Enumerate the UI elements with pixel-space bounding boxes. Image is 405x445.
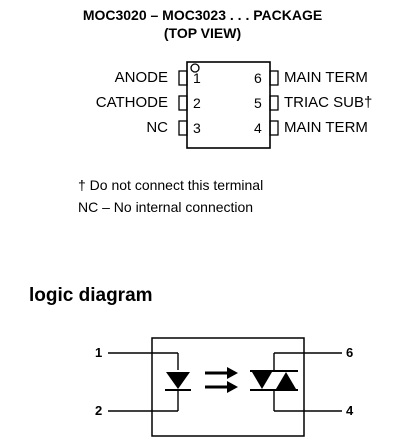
pin-stub-6 — [269, 70, 279, 86]
note-nc: NC – No internal connection — [78, 199, 254, 215]
pin-stub-4 — [269, 120, 279, 136]
logic-pin-6: 6 — [346, 345, 354, 360]
pin1-index-mark — [190, 63, 200, 73]
logic-pin-2: 2 — [95, 403, 103, 418]
pin-number-6: 6 — [254, 70, 262, 86]
led-diode-icon — [166, 372, 190, 389]
pin-label-cathode: CATHODE — [95, 94, 168, 111]
logic-diagram-heading: logic diagram — [29, 285, 153, 306]
pin-number-2: 2 — [193, 95, 201, 111]
logic-pin-1: 1 — [95, 345, 103, 360]
package-title: MOC3020 – MOC3023 . . . PACKAGE — [82, 7, 323, 23]
pin-stub-5 — [269, 95, 279, 111]
pin-label-main-term-6: MAIN TERM — [284, 69, 368, 86]
pin-number-1: 1 — [193, 70, 201, 86]
package-subtitle: (TOP VIEW) — [163, 25, 242, 41]
pin-label-triac-sub: TRIAC SUB† — [284, 94, 373, 111]
pin-stub-1 — [178, 70, 188, 86]
pin-label-anode: ANODE — [114, 69, 168, 86]
pin-label-main-term-4: MAIN TERM — [284, 119, 368, 136]
logic-package-box — [151, 337, 305, 437]
note-dagger: † Do not connect this terminal — [78, 177, 264, 193]
pin-number-5: 5 — [254, 95, 262, 111]
pin-stub-3 — [178, 120, 188, 136]
logic-pin-4: 4 — [346, 403, 354, 418]
pin-label-nc: NC — [146, 119, 168, 136]
pin-stub-2 — [178, 95, 188, 111]
pin-number-3: 3 — [193, 120, 201, 136]
pin-number-4: 4 — [254, 120, 262, 136]
